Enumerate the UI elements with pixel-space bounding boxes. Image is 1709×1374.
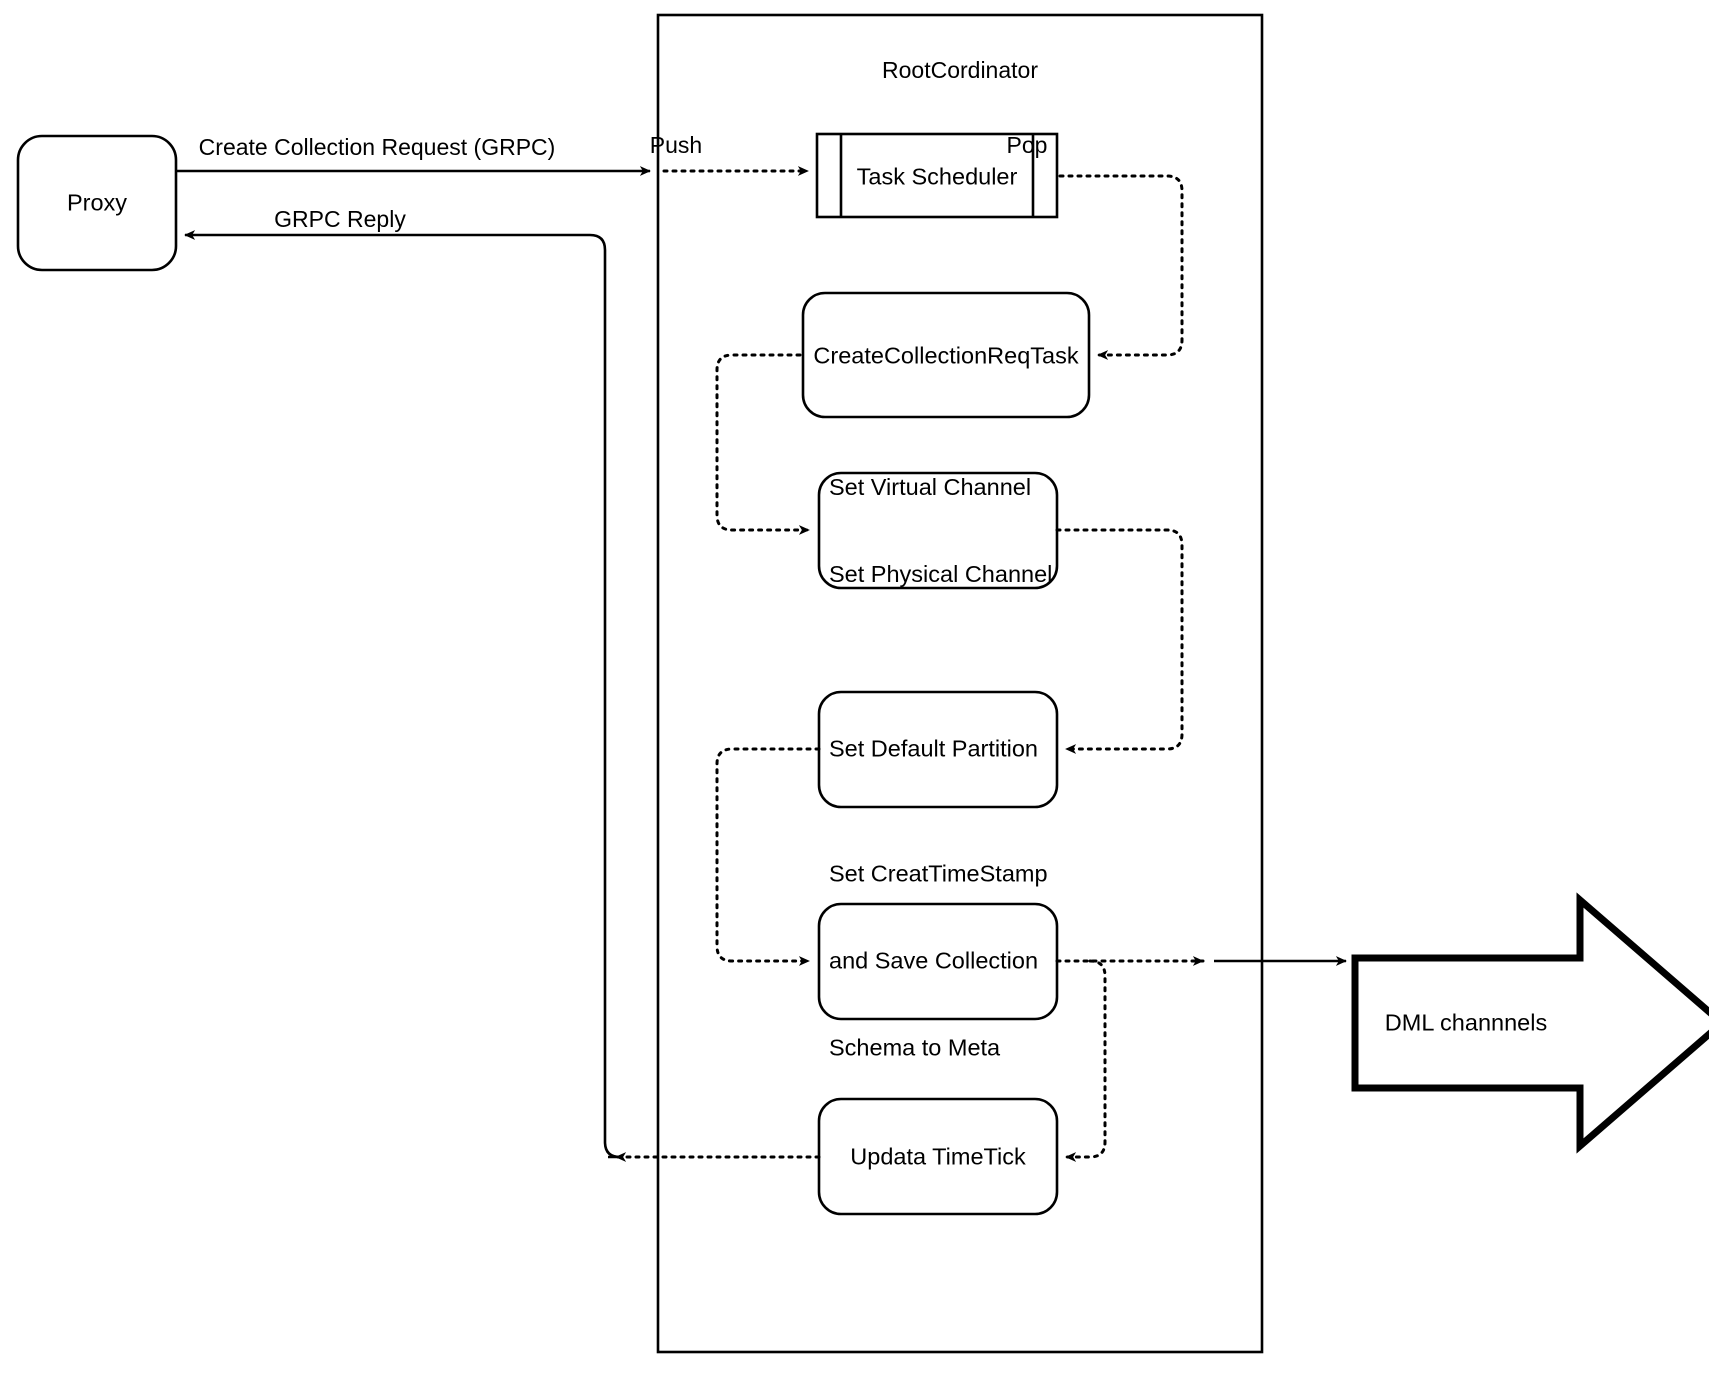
set-create-timestamp-line-3: Schema to Meta: [829, 1034, 1001, 1061]
set-create-timestamp-node-label: Set CreatTimeStamp and Save Collection S…: [829, 802, 1048, 1121]
task-scheduler-node-shape[interactable]: [815, 132, 1059, 219]
set-channel-line-2: Set Physical Channel: [829, 561, 1053, 587]
dml-channels-node-label: DML channnels: [1384, 1009, 1548, 1036]
proxy-node-shape[interactable]: [16, 134, 178, 272]
set-create-timestamp-line-1: Set CreatTimeStamp: [829, 860, 1048, 887]
set-create-timestamp-line-2: and Save Collection: [829, 947, 1039, 974]
edge-task-to-set-channel: [715, 353, 811, 535]
edge-create-timestamp-to-update-timetick: [1064, 959, 1107, 1162]
task-scheduler-node-label: Task Scheduler: [856, 163, 1018, 190]
edge-grpc-reply: [184, 230, 621, 1159]
update-timetick-node-label: Updata TimeTick: [850, 1143, 1026, 1170]
create-collection-req-task-node-label: CreateCollectionReqTask: [813, 342, 1079, 369]
edge-set-channel-to-default-partition: [1055, 528, 1184, 754]
set-channel-node-label: Set Virtual Channel Set Physical Channel: [829, 415, 1052, 647]
set-channel-line-1: Set Virtual Channel: [829, 474, 1032, 500]
proxy-node-label: Proxy: [66, 189, 128, 216]
edge-default-partition-to-create-timestamp: [715, 747, 821, 966]
set-default-partition-node-label: Set Default Partition: [829, 735, 1038, 762]
edge-pop: [1058, 174, 1184, 360]
dml-channels-block-arrow-shape[interactable]: [1351, 892, 1709, 1154]
create-collection-req-task-node-shape[interactable]: [801, 291, 1091, 419]
